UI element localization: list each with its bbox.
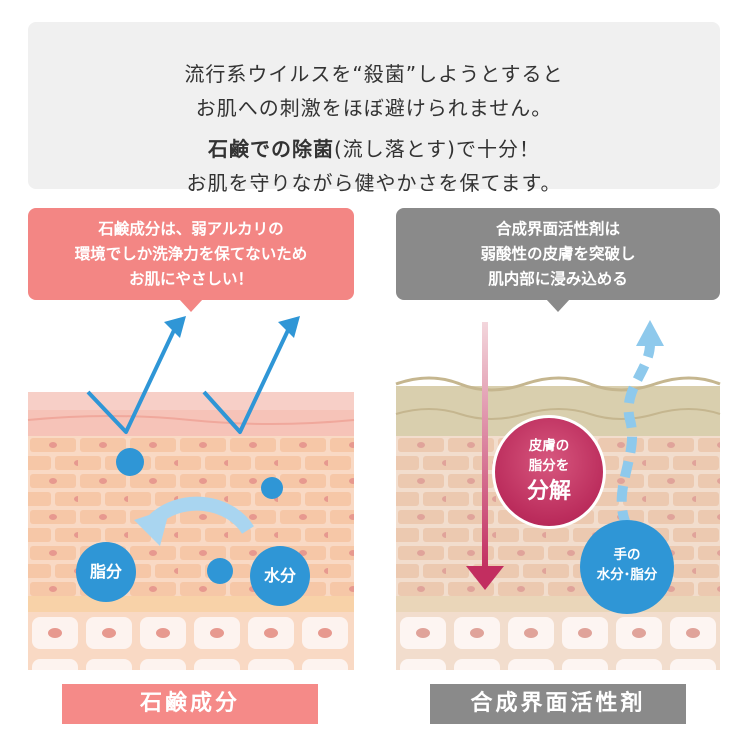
soap-bubble-line-1: 石鹸成分は、弱アルカリの — [98, 220, 284, 238]
bounce-arrow-right-head — [278, 316, 300, 338]
synthetic-speech-bubble: 合成界面活性剤は 弱酸性の皮膚を突破し 肌内部に浸み込める — [396, 208, 720, 312]
decompose-line-1: 皮膚の — [528, 438, 570, 454]
synthetic-label: 合成界面活性剤 — [430, 684, 686, 724]
intro-line-1: 流行系ウイルスを“殺菌”しようとすると — [184, 62, 564, 86]
soap-molecules — [116, 448, 283, 584]
synthetic-escape-arrow — [616, 320, 664, 529]
soap-bounce-arrows — [86, 316, 300, 434]
decompose-word: 分解 — [526, 479, 571, 504]
synthetic-bubble-line-1: 合成界面活性剤は — [495, 220, 620, 238]
soap-bubble-line-3: お肌にやさしい！ — [128, 270, 253, 288]
decompose-circle: 皮膚の 脂分を 分解 — [492, 415, 606, 529]
decompose-line-2: 脂分を — [528, 458, 570, 474]
soap-cycle-arrow — [134, 496, 254, 546]
synthetic-bubble-line-3: 肌内部に浸み込める — [488, 270, 628, 288]
bounce-arrow-left-head — [164, 316, 186, 338]
water-circle: 水分 — [250, 546, 310, 606]
hand-line-2: 水分･脂分 — [596, 567, 658, 583]
soap-bubble-line-2: 環境でしか洗浄力を保てないため — [74, 245, 308, 263]
molecule-dot-2 — [261, 477, 283, 499]
soap-speech-bubble: 石鹸成分は、弱アルカリの 環境でしか洗浄力を保てないため お肌にやさしい！ — [28, 208, 354, 312]
bounce-arrow-right — [202, 325, 292, 434]
synthetic-bubble-line-2: 弱酸性の皮膚を突破し — [480, 245, 636, 263]
synthetic-bubble-tail — [546, 299, 570, 312]
intro-line-2: お肌への刺激をほぼ避けられません。 — [195, 96, 553, 120]
hand-line-1: 手の — [613, 547, 641, 563]
intro-line-4: お肌を守りながら健やかさを保てます。 — [186, 171, 562, 195]
soap-bubble-tail — [179, 299, 203, 312]
sebum-circle: 脂分 — [76, 542, 136, 602]
intro-line-3: 石鹸での除菌(流し落とす)で十分！ — [28, 133, 720, 162]
bounce-arrow-left — [86, 325, 178, 434]
molecule-dot-1 — [116, 448, 144, 476]
hand-moisture-circle: 手の 水分･脂分 — [580, 520, 674, 614]
soap-label: 石鹸成分 — [62, 684, 318, 724]
intro-line-3-rest: (流し落とす)で十分！ — [333, 137, 540, 161]
molecule-dot-3 — [207, 558, 233, 584]
synthetic-penetration-arrow — [466, 322, 504, 590]
soap-skin-layers — [27, 392, 355, 670]
intro-panel: 流行系ウイルスを“殺菌”しようとすると お肌への刺激をほぼ避けられません。 石鹸… — [28, 22, 720, 195]
intro-emphasis: 石鹸での除菌 — [207, 137, 334, 161]
